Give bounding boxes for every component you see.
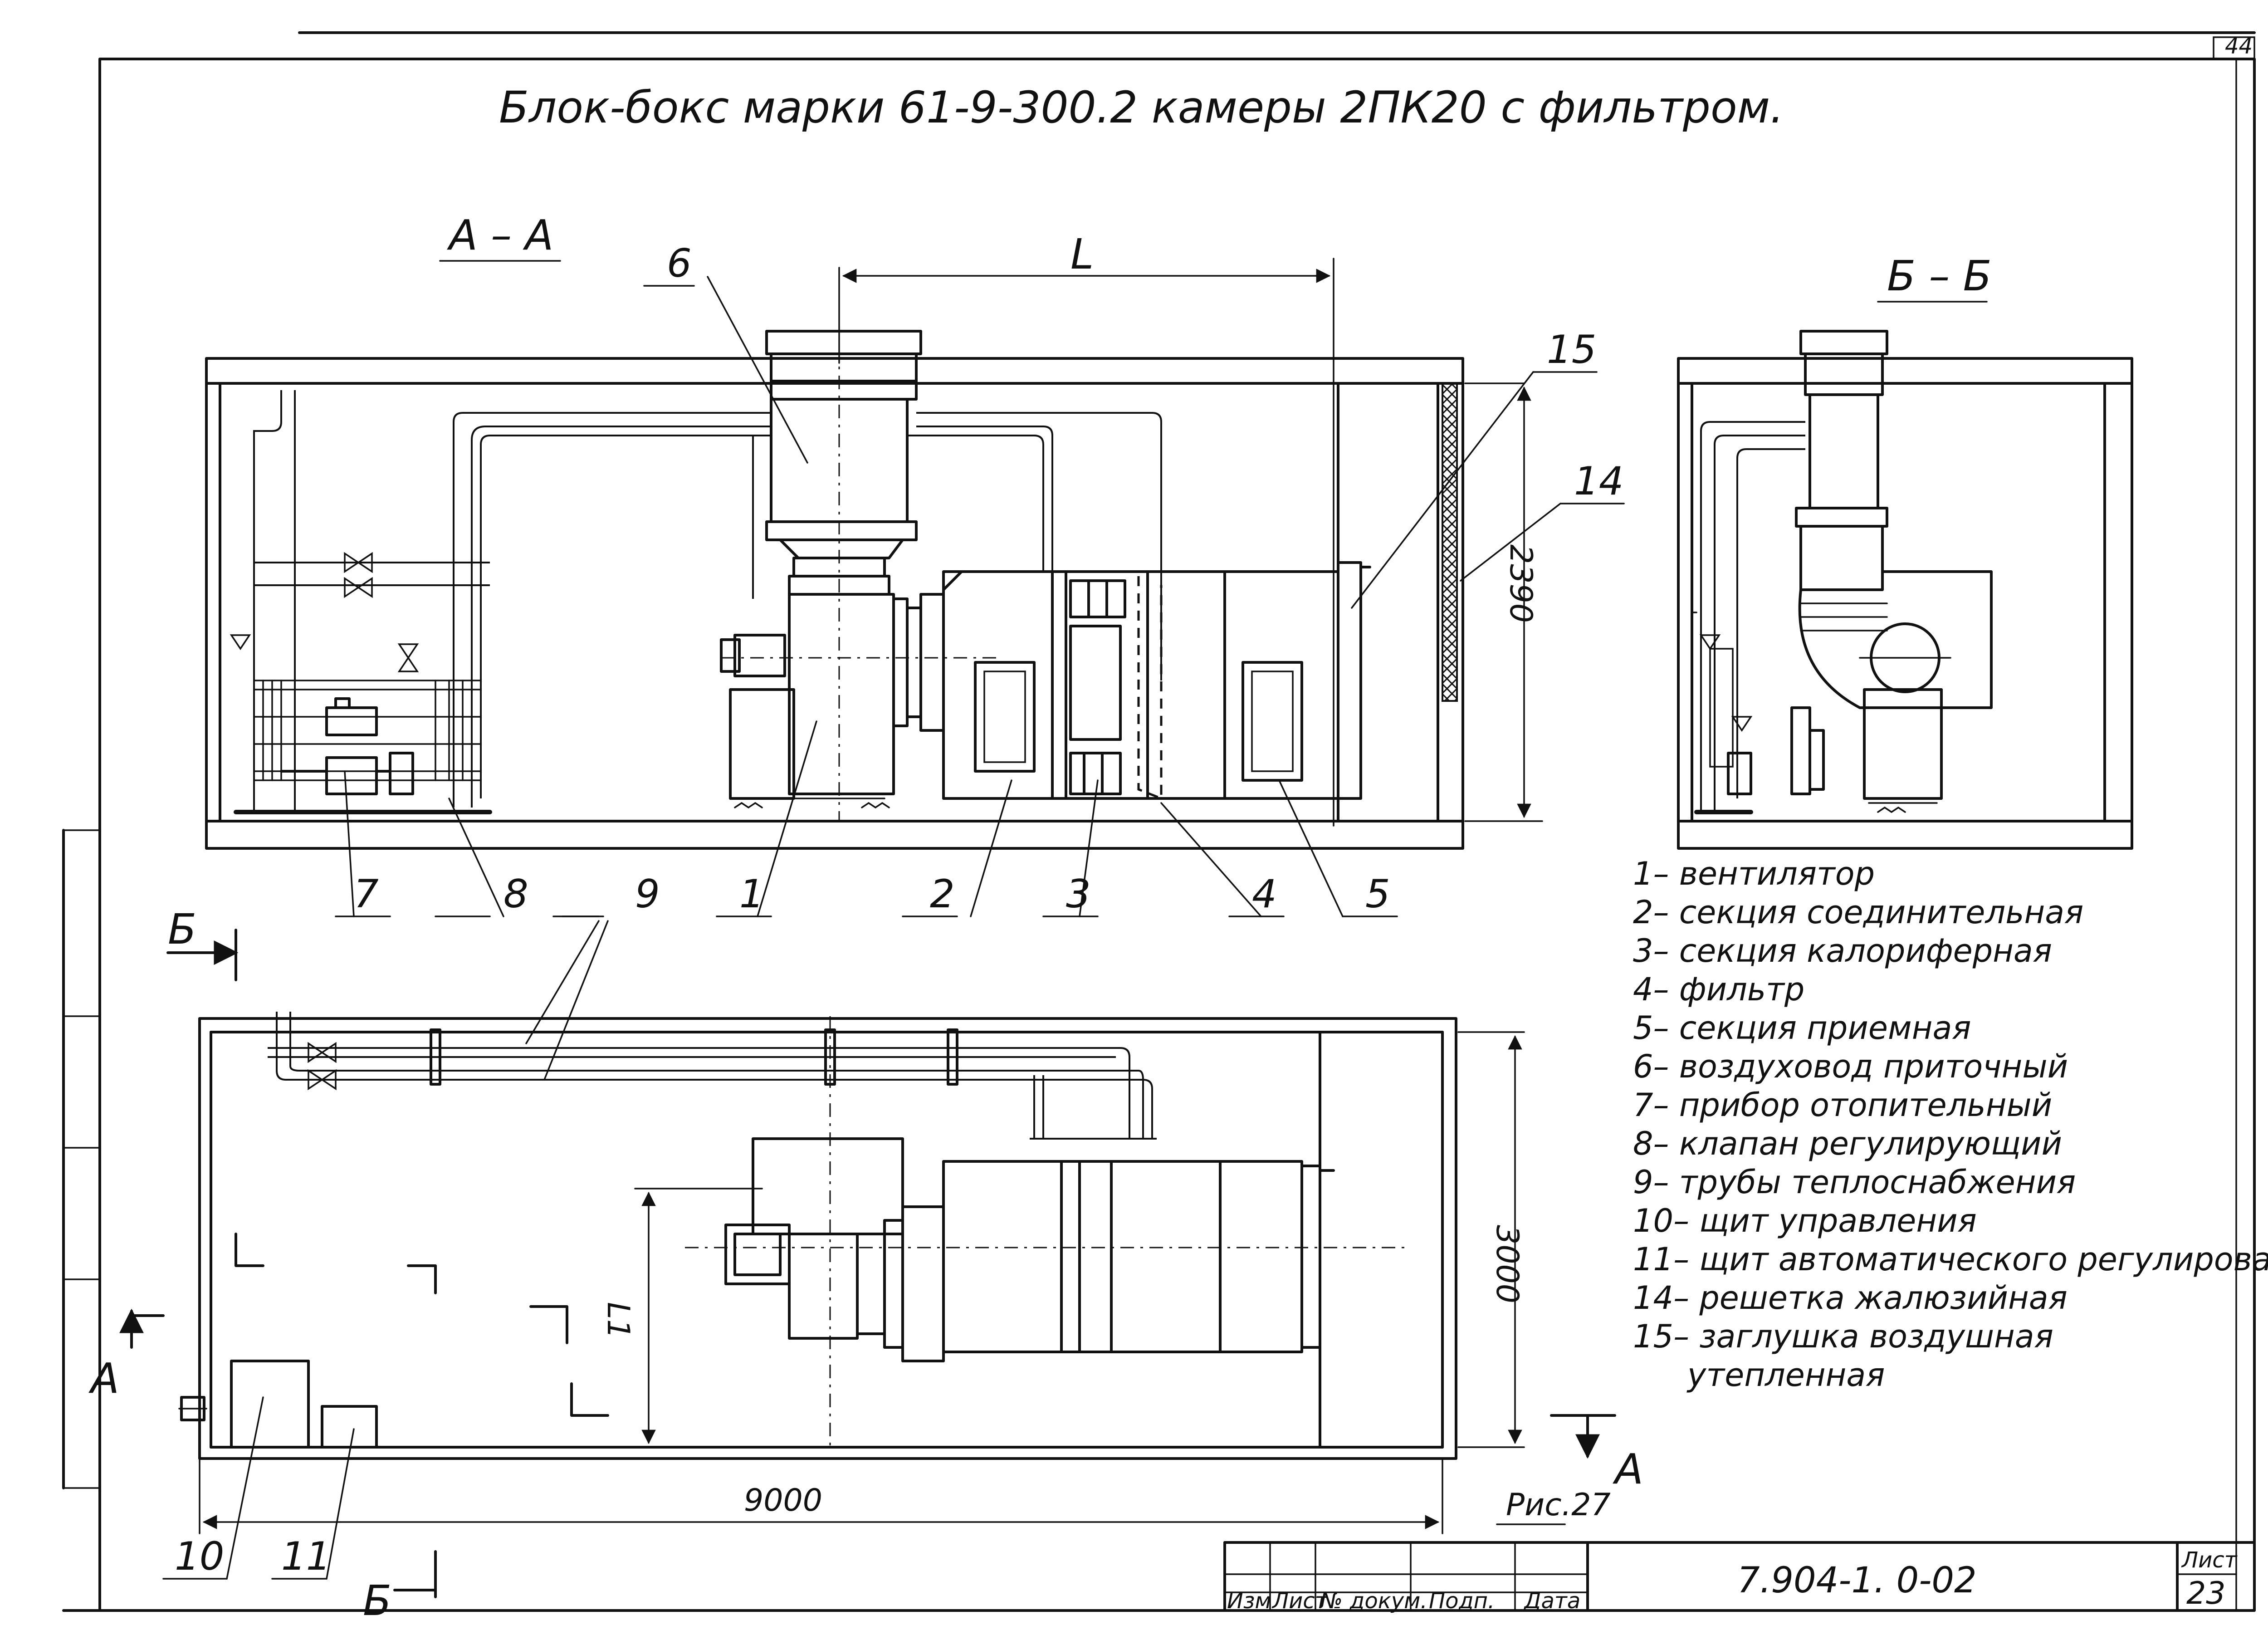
plan-view: L1 3000 9000 10 11 А А Б Рис.27 xyxy=(88,1012,1643,1625)
legend-item: 5– секция приемная xyxy=(1633,1009,1971,1047)
callout-3: 3 xyxy=(1066,871,1091,917)
title-block xyxy=(1223,1541,2256,1612)
title-block-header-date: Дата xyxy=(1523,1588,1580,1614)
intake-section-5 xyxy=(1146,561,1371,800)
connecting-section-2 xyxy=(942,570,1067,800)
legend-item: 9– трубы теплоснабжения xyxy=(1633,1164,2076,1201)
supply-duct-6 xyxy=(765,330,922,596)
cut-b-left-label: Б xyxy=(168,905,196,954)
callout-4: 4 xyxy=(1252,871,1277,917)
section-bb: Б – Б xyxy=(1677,252,2133,850)
dimension-9000-label: 9000 xyxy=(744,1483,822,1518)
heating-device-7 xyxy=(234,680,492,814)
dimension-l-label: L xyxy=(1070,230,1094,279)
sheet-number: 23 xyxy=(2186,1576,2226,1611)
legend: 1– вентилятор 2– секция соединительная 3… xyxy=(1633,855,2268,1394)
left-margin-strip xyxy=(62,829,101,1489)
legend-item: 14– решетка жалюзийная xyxy=(1633,1279,2068,1317)
dimension-2390-label: 2390 xyxy=(1503,544,1539,623)
title-block-header-sheet: Лист xyxy=(1271,1588,1329,1614)
callout-11: 11 xyxy=(281,1534,331,1579)
title-block-header-doc: № докум. xyxy=(1319,1588,1427,1614)
filter-4 xyxy=(1137,576,1163,800)
legend-item: 7– прибор отопительный xyxy=(1633,1087,2052,1124)
heater-section-3 xyxy=(1065,570,1149,800)
callout-2: 2 xyxy=(930,871,955,917)
callout-1: 1 xyxy=(739,871,764,917)
callout-6: 6 xyxy=(667,241,692,286)
control-panel-10 xyxy=(230,1360,310,1449)
dimension-l1-label: L1 xyxy=(600,1302,636,1339)
callout-14: 14 xyxy=(1574,459,1623,504)
auto-panel-11 xyxy=(321,1405,378,1449)
legend-item: 8– клапан регулирующий xyxy=(1633,1125,2062,1162)
dimension-2390 xyxy=(1464,382,1543,822)
fan-1 xyxy=(720,593,945,809)
doc-code: 7.904-1. 0-02 xyxy=(1737,1560,1977,1601)
legend-item: 15– заглушка воздушная xyxy=(1633,1318,2053,1355)
callout-10: 10 xyxy=(175,1534,224,1579)
section-aa: А – А xyxy=(166,211,1625,1081)
legend-item: 11– щит автоматического регулирования xyxy=(1633,1241,2268,1278)
title-block-header-change: Изм xyxy=(1227,1588,1271,1614)
callout-8: 8 xyxy=(503,871,528,917)
figure-label: Рис.27 xyxy=(1506,1487,1611,1523)
sheet-corner-number: 44 xyxy=(2225,34,2253,59)
louver-grille-14 xyxy=(1442,382,1458,702)
title-block-header-sign: Подп. xyxy=(1429,1588,1495,1614)
cut-b-bottom-label: Б xyxy=(363,1576,391,1625)
callout-5: 5 xyxy=(1365,871,1390,917)
legend-item: 1– вентилятор xyxy=(1633,855,1875,892)
sheet-label: Лист xyxy=(2181,1547,2238,1573)
callout-15: 15 xyxy=(1547,327,1596,372)
legend-item: 2– секция соединительная xyxy=(1633,894,2083,931)
legend-item: 10– щит управления xyxy=(1633,1202,1977,1239)
heating-pipes-aa xyxy=(230,390,1162,812)
legend-item: утепленная xyxy=(1686,1356,1885,1394)
dimension-3000-label: 3000 xyxy=(1489,1225,1525,1303)
sheet-frame xyxy=(62,31,2256,1612)
section-bb-label: Б – Б xyxy=(1887,252,1992,300)
cut-a-left-label: А xyxy=(88,1354,119,1403)
legend-item: 4– фильтр xyxy=(1633,971,1804,1008)
legend-item: 6– воздуховод приточный xyxy=(1633,1048,2068,1085)
legend-item: 3– секция калориферная xyxy=(1633,932,2052,969)
callout-leaders-aa xyxy=(335,276,1625,917)
section-aa-label: А – А xyxy=(447,211,553,259)
callout-7: 7 xyxy=(354,871,379,917)
drawing-title: Блок-бокс марки 61-9-300.2 камеры 2ПК20 … xyxy=(499,82,1784,133)
cut-a-right-label: А xyxy=(1613,1445,1643,1493)
callout-9: 9 xyxy=(635,871,660,917)
